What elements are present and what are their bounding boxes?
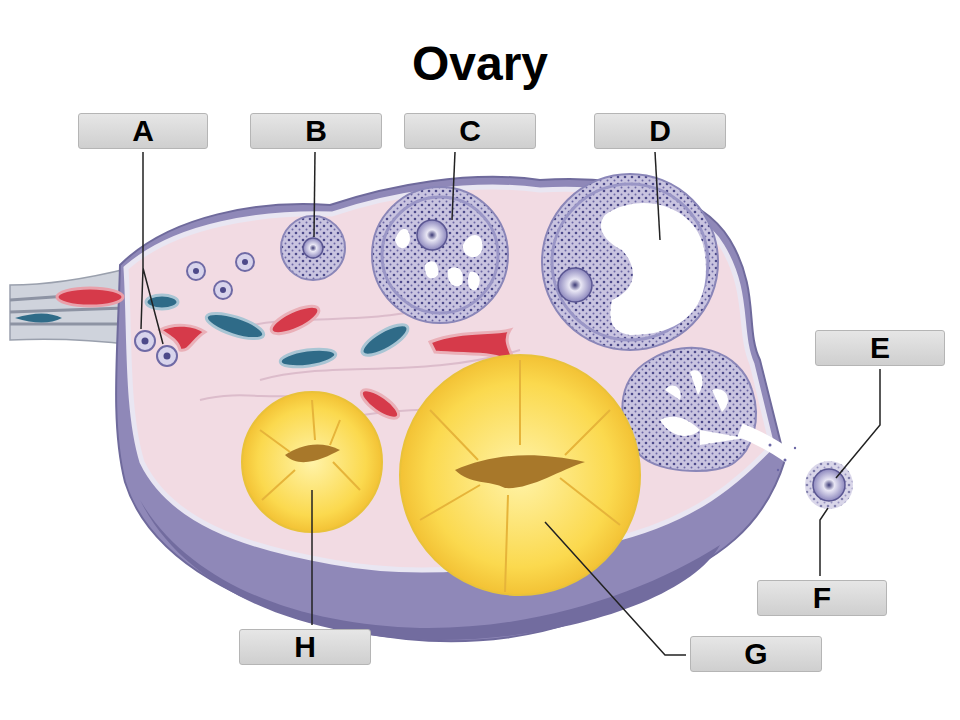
label-letter: D	[649, 116, 671, 146]
label-box: E	[815, 330, 945, 366]
label-letter: G	[744, 639, 767, 669]
label-box: B	[250, 113, 382, 149]
label-letter: F	[813, 583, 831, 613]
label-box: A	[78, 113, 208, 149]
label-box: F	[757, 580, 887, 616]
label-letter: E	[870, 333, 890, 363]
label-box: G	[690, 636, 822, 672]
label-letter: A	[132, 116, 154, 146]
label-box: D	[594, 113, 726, 149]
diagram-title: Ovary	[0, 36, 960, 91]
label-letter: B	[305, 116, 327, 146]
label-box: C	[404, 113, 536, 149]
label-letter: H	[294, 632, 316, 662]
label-letter: C	[459, 116, 481, 146]
label-box: H	[239, 629, 371, 665]
